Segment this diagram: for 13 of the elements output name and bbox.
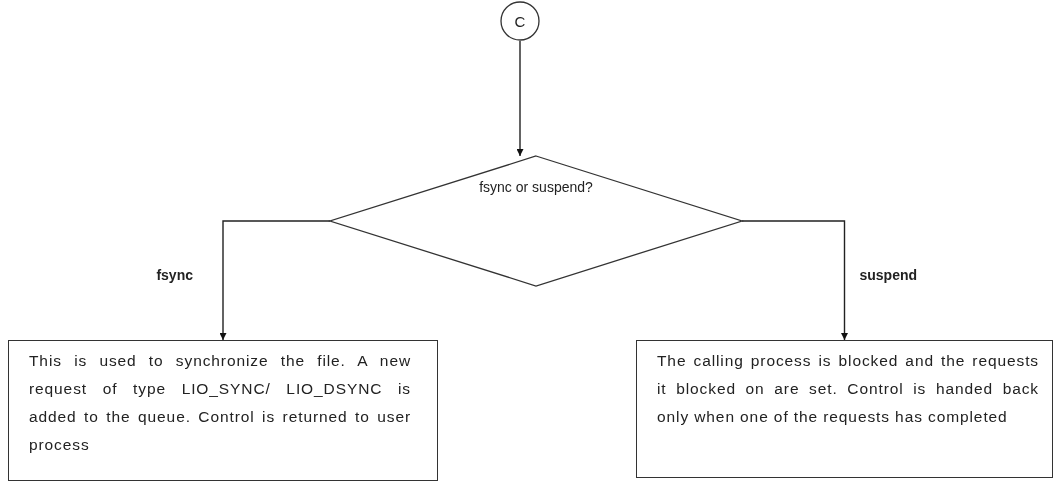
- edge-label: suspend: [857, 267, 920, 283]
- connector-circle: [500, 1, 540, 41]
- arrow: [516, 40, 524, 157]
- arrow: [741, 220, 848, 341]
- process-box: [636, 340, 1053, 478]
- edge-label: fsync: [154, 267, 195, 283]
- box-text: This is used to synchronize the file. A new request of type LIO_SYNC/ LIO_DSYNC is added to the queue. Control is returned to user process: [29, 351, 411, 455]
- node-label: fsync or suspend?: [479, 179, 593, 195]
- node-label: C: [514, 12, 526, 30]
- decision-diamond: [330, 156, 742, 286]
- arrow: [219, 220, 331, 341]
- box-text: The calling process is blocked and the requests it blocked on are set. Control is handed back only when one of the requests has completed: [657, 351, 1039, 427]
- process-box: [8, 340, 438, 481]
